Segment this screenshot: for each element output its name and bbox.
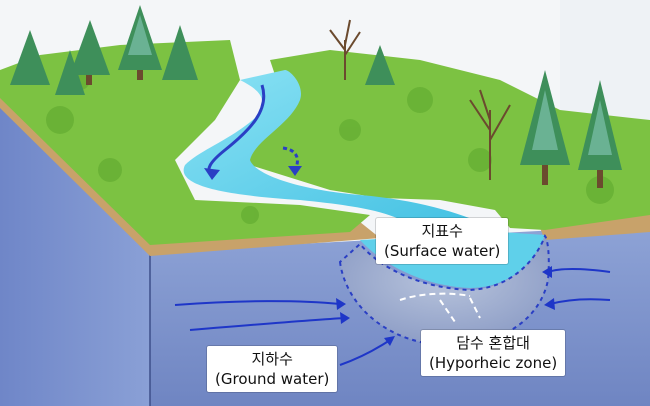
ground-water-korean: 지하수 [251,350,293,368]
soil-left-edge [0,92,380,256]
surface-water-english: (Surface water) [384,242,501,260]
conifer-tree-highlights [128,15,612,155]
ground-water-label: 지하수 (Ground water) [207,346,338,392]
hyporheic-zone-korean: 담수 혼합대 [456,334,530,352]
bare-tree-icon [329,19,511,180]
soil-right-edge [540,212,650,240]
river-surface [183,70,500,232]
hyporheic-zone-label: 담수 혼합대 (Hyporheic zone) [421,330,566,376]
hyporheic-zone-english: (Hyporheic zone) [429,354,558,372]
surface-water-label: 지표수 (Surface water) [376,218,509,264]
hyporheic-zone [338,233,550,347]
exchange-arrows [399,292,481,323]
right-sky-area [560,0,650,120]
tree-trunks [86,70,603,188]
ground-water-english: (Ground water) [215,370,330,388]
land-left [0,40,370,245]
groundwater-side [0,100,150,406]
surface-water-korean: 지표수 [421,222,463,240]
